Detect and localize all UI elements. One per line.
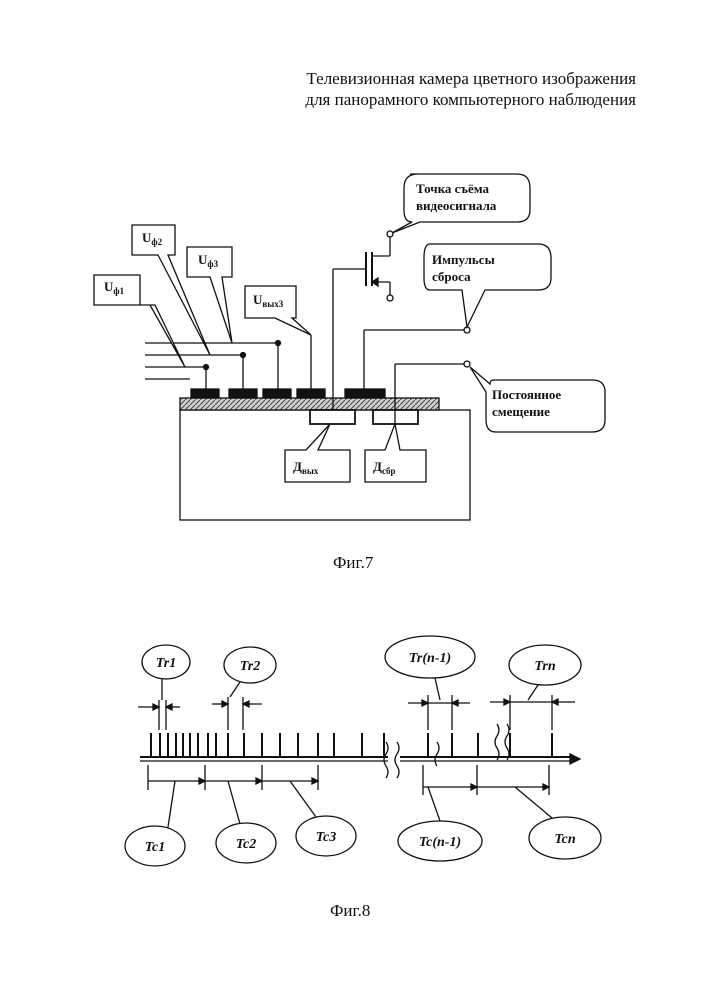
- label-tcn: Tcn: [554, 832, 575, 847]
- fig8-caption: Фиг.8: [330, 901, 370, 921]
- label-tr-n1: Tr(n-1): [409, 651, 451, 666]
- label-reset-line2: сброса: [432, 269, 471, 284]
- electrode-reset: [345, 389, 385, 398]
- label-tc-n1: Tc(n-1): [419, 835, 461, 850]
- diode-out: [310, 410, 355, 424]
- label-bias-line1: Постоянное: [492, 387, 561, 402]
- electrode-out: [297, 389, 325, 398]
- label-tc1: Tc1: [145, 840, 165, 855]
- label-tap-line2: видеосигнала: [416, 198, 497, 213]
- pulse-train: [151, 733, 552, 757]
- electrode-1: [191, 389, 219, 398]
- fig7-diagram: [94, 174, 605, 520]
- dielectric-layer: [180, 398, 439, 410]
- label-reset-line1: Импульсы: [432, 252, 495, 267]
- label-tc2: Tc2: [236, 837, 256, 852]
- label-bias-line2: смещение: [492, 404, 550, 419]
- label-trn: Trn: [534, 659, 555, 674]
- electrode-2: [229, 389, 257, 398]
- label-tap-line1: Точка съёма: [416, 181, 490, 196]
- label-tr1: Tr1: [156, 656, 176, 671]
- fig8-diagram: [125, 636, 601, 866]
- electrode-3: [263, 389, 291, 398]
- fig7-caption: Фиг.7: [333, 553, 373, 573]
- label-tc3: Tc3: [316, 830, 336, 845]
- label-tr2: Tr2: [240, 659, 260, 674]
